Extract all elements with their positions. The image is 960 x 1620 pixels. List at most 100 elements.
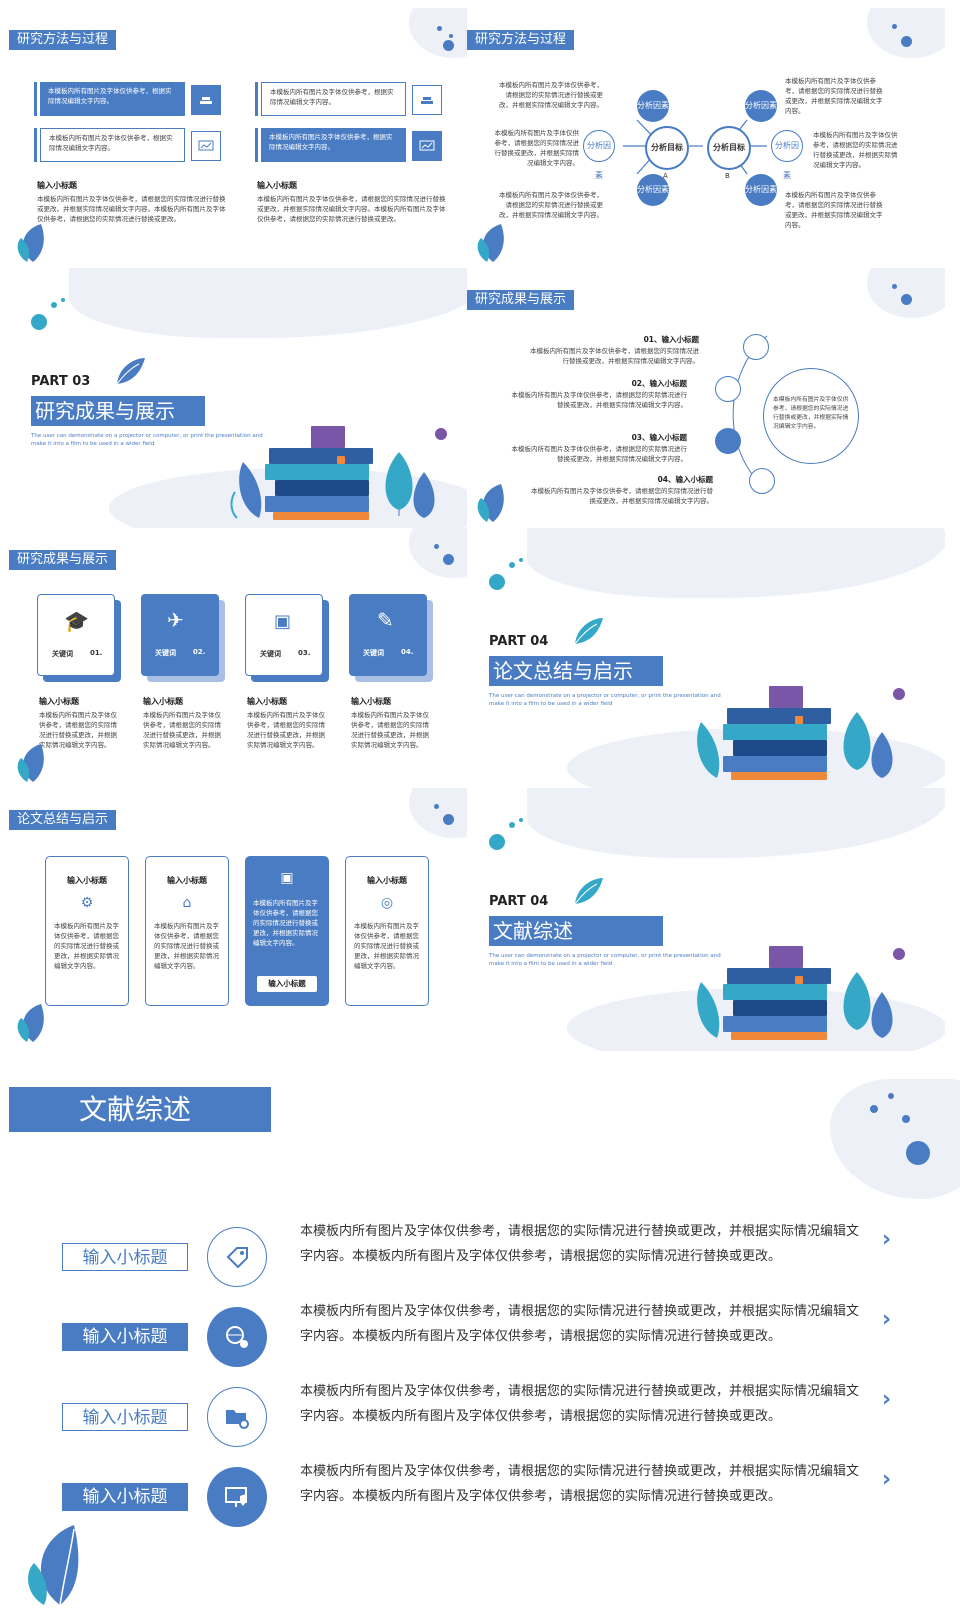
decor-dot [51, 302, 57, 308]
slide-part-03: PART 03 研究成果与展示 The user can demonstrate… [9, 268, 487, 531]
decor-dot [870, 1105, 878, 1113]
row-text: 本模板内所有图片及字体仅供参考，请根据您的实际情况进行替换或更改，并根据实际情况… [300, 1304, 860, 1344]
decor-blob [69, 268, 487, 338]
summary-card-highlight: ▣ 本模板内所有图片及字体仅供参考，请根据您的实际情况进行替换或更改，并根据实际… [245, 856, 329, 1006]
english-caption: The user can demonstrate on a projector … [489, 953, 721, 967]
leaf-icon [477, 224, 504, 262]
card-text: 本模板内所有图片及字体仅供参考，请根据您的实际情况进行替换或更改，并根据实际情况… [354, 922, 419, 970]
body-text: 本模板内所有图片及字体仅供参考，请根据您的实际情况进行替换或更改，并根据实际情况… [143, 711, 221, 749]
slide-title: 研究成果与展示 [9, 550, 117, 570]
part-number: PART 04 [489, 894, 549, 909]
part-number: PART 03 [31, 374, 91, 389]
chevron-right-icon[interactable]: › [882, 1467, 892, 1492]
item-text: 本模板内所有图片及字体仅供参考，请根据您的实际情况进行替换或更改，并根据实际情况… [530, 347, 699, 365]
leaf-icon [477, 484, 504, 522]
keyword-label: 关键词 [363, 649, 384, 657]
decor-dot [519, 558, 523, 562]
decor-dot [901, 294, 912, 305]
row-text: 本模板内所有图片及字体仅供参考，请根据您的实际情况进行替换或更改，并根据实际情况… [300, 1464, 860, 1504]
text-block: 本模板内所有图片及字体仅供参考，请根据您的实际情况进行替换或更改，并根据实际情况… [499, 191, 603, 219]
pencil-icon: ✎ [377, 608, 394, 632]
keyword-card: ✎ 关键词 04. [349, 594, 427, 676]
keyword-label: 关键词 [260, 650, 281, 658]
slide-research-method-1: 研究方法与过程 本模板内所有图片及字体仅供参考，根据实际情况编辑文字内容。 本模… [9, 8, 487, 271]
item-title: 04、输入小标题 [657, 475, 713, 484]
leaf-icon [17, 1004, 44, 1042]
body-text: 本模板内所有图片及字体仅供参考，请根据您的实际情况进行替换或更改，并根据实际情况… [257, 195, 446, 223]
decor-dot [902, 1115, 910, 1123]
decor-dot [519, 818, 523, 822]
globe-gear-icon [207, 1307, 267, 1367]
card-text: 本模板内所有图片及字体仅供参考，请根据您的实际情况进行替换或更改，并根据实际情况… [54, 922, 119, 970]
wallet-icon: ▣ [274, 611, 292, 632]
english-caption: The user can demonstrate on a projector … [31, 433, 263, 447]
sliders-icon [743, 334, 769, 360]
gear-icon: ⚙ [80, 895, 94, 911]
slide-title: 研究方法与过程 [9, 30, 117, 50]
factor-circle: 分析因素 [637, 90, 669, 122]
decor-dot [434, 804, 439, 809]
leaf-icon [17, 744, 44, 782]
decor-dot [892, 24, 897, 29]
slide-title: 研究方法与过程 [467, 30, 575, 50]
text-block: 本模板内所有图片及字体仅供参考，请根据您的实际情况进行替换或更改，并根据实际情况… [494, 129, 580, 167]
item-title: 03、输入小标题 [631, 433, 687, 442]
card-title: 输入小标题 [67, 876, 107, 885]
summary-card: 输入小标题 ⌂ 本模板内所有图片及字体仅供参考，请根据您的实际情况进行替换或更改… [145, 856, 229, 1006]
card-button[interactable]: 输入小标题 [257, 976, 317, 992]
books-illustration [687, 938, 937, 1043]
decor-dot [31, 314, 47, 330]
text-box: 本模板内所有图片及字体仅供参考，根据实际情况编辑文字内容。 [261, 82, 406, 116]
decor-dot [509, 822, 515, 828]
leaf-icon [574, 878, 603, 905]
subtitle: 输入小标题 [351, 697, 391, 706]
item-text: 本模板内所有图片及字体仅供参考，请根据您的实际情况进行替换或更改，并根据实际情况… [511, 445, 688, 463]
chevron-right-icon[interactable]: › [882, 1307, 892, 1332]
leaf-icon [28, 1525, 79, 1606]
leaf-icon [17, 224, 44, 262]
factor-circle: 分析因素 [745, 90, 777, 122]
slide-part-04-literature: PART 04 文献综述 The user can demonstrate on… [467, 788, 945, 1051]
label-b: B [725, 172, 730, 180]
slide-title: 论文总结与启示 [9, 810, 117, 830]
subtitle: 输入小标题 [39, 697, 79, 706]
part-title: 研究成果与展示 [31, 396, 205, 426]
folder-gear-icon [207, 1387, 267, 1447]
factor-circle: 分析因素 [583, 130, 615, 180]
keyword-label: 关键词 [52, 650, 73, 658]
stack-icon [191, 85, 221, 115]
text-box: 本模板内所有图片及字体仅供参考，根据实际情况编辑文字内容。 [40, 128, 185, 162]
books-illustration [687, 678, 937, 783]
item-title: 02、输入小标题 [631, 379, 687, 388]
summary-card: 输入小标题 ◎ 本模板内所有图片及字体仅供参考，请根据您的实际情况进行替换或更改… [345, 856, 429, 1006]
body-text: 本模板内所有图片及字体仅供参考，请根据您的实际情况进行替换或更改，并根据实际情况… [247, 711, 325, 749]
chevron-right-icon[interactable]: › [882, 1227, 892, 1252]
monitor-shield-icon [207, 1467, 267, 1527]
goal-circle: 分析目标 [645, 126, 689, 170]
books-illustration [229, 418, 479, 523]
chevron-right-icon[interactable]: › [882, 1387, 892, 1412]
row-text: 本模板内所有图片及字体仅供参考，请根据您的实际情况进行替换或更改，并根据实际情况… [300, 1384, 860, 1424]
stack-icon [412, 85, 442, 115]
keyword-number: 02. [193, 648, 206, 656]
slide-results-list: 研究成果与展示 01、输入小标题 本模板内所有图片及字体仅供参考，请根据您的实际… [467, 268, 945, 531]
card-title: 输入小标题 [367, 876, 407, 885]
card-title: 输入小标题 [167, 876, 207, 885]
subtitle: 输入小标题 [37, 181, 77, 190]
monitor-chart-icon [412, 131, 442, 161]
keyword-card: ▣ 关键词 03. [245, 594, 323, 676]
decor-blob [867, 8, 945, 58]
cloud-icon [715, 428, 741, 454]
decor-dot [509, 562, 515, 568]
store-icon: ⌂ [182, 895, 192, 911]
subtitle: 输入小标题 [247, 697, 287, 706]
keyword-label: 关键词 [155, 649, 176, 657]
row-label: 输入小标题 [62, 1403, 188, 1431]
decor-dot [434, 544, 439, 549]
summary-card: 输入小标题 ⚙ 本模板内所有图片及字体仅供参考，请根据您的实际情况进行替换或更改… [45, 856, 129, 1006]
circle-text: 本模板内所有图片及字体仅供参考，请根据您的实际情况进行替换或更改，并根据实际情况… [773, 397, 849, 430]
subtitle: 输入小标题 [143, 697, 183, 706]
factor-circle: 分析因素 [771, 130, 803, 180]
item-title: 01、输入小标题 [643, 335, 699, 344]
keyword-number: 04. [401, 648, 414, 656]
